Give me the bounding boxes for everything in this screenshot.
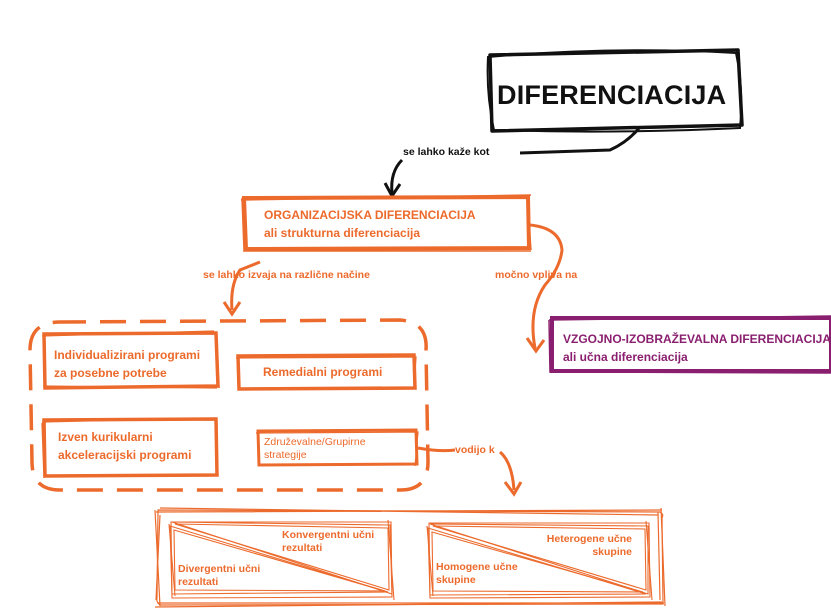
- izven-line2: akceleracijski programi: [58, 448, 192, 462]
- root-node-box[interactable]: [486, 48, 744, 133]
- konvergentni-line1: Konvergentni učni: [282, 529, 375, 541]
- org-line2: ali strukturna diferenciacija: [264, 226, 421, 240]
- results-left-triangles: [168, 519, 395, 601]
- vzg-line1: VZGOJNO-IZOBRAŽEVALNA DIFERENCIACIJA: [563, 332, 831, 346]
- vzg-node-box[interactable]: [548, 315, 831, 374]
- edge-org-to-vzg-arrowhead: [525, 337, 546, 354]
- org-line1: ORGANIZACIJSKA DIFERENCIACIJA: [264, 208, 476, 222]
- edge-root-to-org-arrow: [390, 158, 404, 194]
- zdruzevalne-box[interactable]: [255, 428, 419, 467]
- edge-root-to-org: [519, 126, 642, 155]
- homogene-line1: Homogene učne: [436, 561, 518, 573]
- zdruzevalne-text: Združevalne/Grupirne strategije: [264, 436, 366, 462]
- edge-zdr-to-results: [417, 446, 516, 491]
- edge-zdr-to-results-arrowhead: [503, 481, 523, 497]
- heterogene-text: Heterogene učne skupine: [528, 533, 632, 559]
- org-node-text: ORGANIZACIJSKA DIFERENCIACIJA ali strukt…: [264, 206, 476, 242]
- zdruzevalne-line2: strategije: [264, 449, 307, 461]
- divergentni-line2: rezultati: [178, 576, 219, 588]
- zdruzevalne-line1: Združevalne/Grupirne: [264, 436, 366, 448]
- konvergentni-line2: rezultati: [282, 542, 323, 554]
- individualizirani-line1: Individualizirani programi: [54, 348, 201, 362]
- edge-label-zdr-to-results: vodijo k: [455, 444, 495, 456]
- homogene-line2: skupine: [436, 574, 476, 586]
- edge-org-to-vzg: [529, 223, 564, 349]
- edge-label-org-to-group: se lahko izvaja na različne načine: [203, 269, 370, 281]
- results-right-triangles: [426, 520, 653, 601]
- group-dashed-container: [28, 318, 430, 492]
- remedialni-text: Remedialni programi: [263, 365, 383, 379]
- homogene-text: Homogene učne skupine: [436, 561, 518, 587]
- edge-org-to-group-arrowhead: [222, 301, 242, 317]
- org-node-box[interactable]: [240, 194, 532, 252]
- edge-label-org-to-vzg: močno vpliva na: [495, 269, 578, 281]
- izven-text: Izven kurikularni akceleracijski program…: [58, 428, 191, 464]
- divergentni-text: Divergentni učni rezultati: [178, 563, 260, 589]
- vzg-node-text: VZGOJNO-IZOBRAŽEVALNA DIFERENCIACIJA ali…: [563, 330, 831, 366]
- izven-box[interactable]: [41, 417, 219, 479]
- root-node-title: DIFERENCIACIJA: [497, 80, 727, 110]
- izven-line1: Izven kurikularni: [58, 430, 153, 444]
- heterogene-line1: Heterogene učne: [546, 533, 632, 545]
- vzg-line2: ali učna diferenciacija: [563, 350, 688, 364]
- heterogene-line2: skupine: [592, 546, 632, 558]
- konvergentni-text: Konvergentni učni rezultati: [282, 529, 374, 555]
- divergentni-line1: Divergentni učni: [178, 563, 261, 575]
- individualizirani-text: Individualizirani programi za posebne po…: [54, 346, 200, 382]
- individualizirani-line2: za posebne potrebe: [54, 366, 167, 380]
- individualizirani-box[interactable]: [41, 330, 220, 390]
- edge-label-root-to-org: se lahko kaže kot: [403, 146, 490, 158]
- edge-org-to-group: [230, 260, 261, 311]
- results-container-box[interactable]: [154, 507, 666, 608]
- remedialni-box[interactable]: [235, 353, 417, 391]
